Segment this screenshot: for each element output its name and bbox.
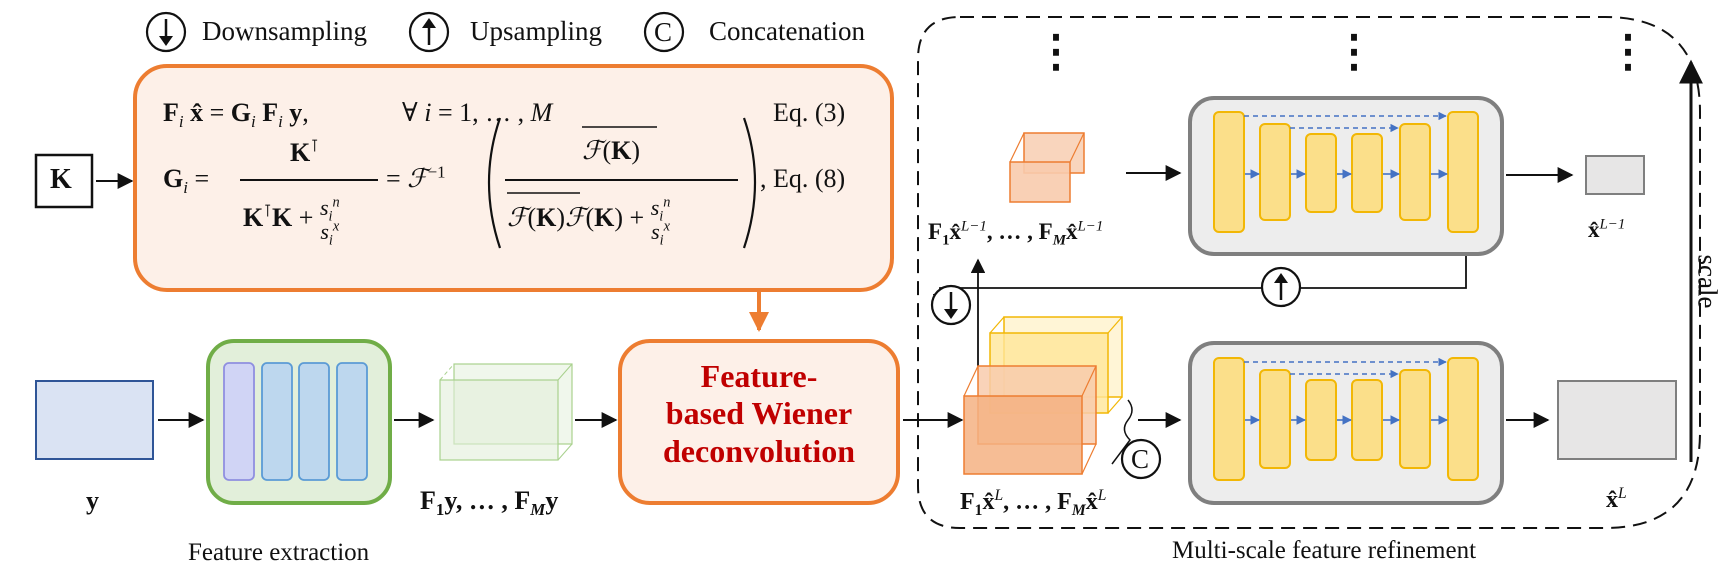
wiener-block	[618, 339, 900, 505]
refinement-unet-L	[1188, 341, 1504, 505]
equation-3: Fi x̂ = Gi Fi y,	[163, 98, 309, 132]
concat-marker	[1120, 438, 1162, 480]
output-box-L	[1557, 380, 1677, 460]
upsample-icon	[1260, 266, 1302, 308]
equation-8-frac-numerator: ℱ(K)	[582, 136, 641, 165]
refinement-region	[917, 16, 1701, 529]
legend-down-icon	[145, 11, 187, 53]
equation-3-ref: Eq. (3)	[773, 98, 846, 127]
refinement-caption: Multi-scale feature refinement	[1172, 537, 1477, 564]
legend-concat-symbol: C	[654, 17, 673, 47]
kernel-label: K	[50, 164, 72, 195]
downsample-icon	[930, 284, 972, 326]
output-box-L1	[1585, 155, 1645, 195]
wiener-block-label: Feature- based Wiener deconvolution	[662, 358, 856, 469]
output-L1-label: x̂L−1	[1588, 216, 1626, 242]
input-image-box	[35, 380, 154, 460]
ellipsis-unet: ⋮	[1332, 27, 1376, 76]
equation-8-inverse: = ℱ−1	[386, 162, 446, 193]
equation-8-ref: , Eq. (8)	[760, 164, 846, 193]
legend-upsampling-label: Upsampling	[470, 16, 602, 46]
equation-panel	[133, 64, 894, 292]
legend-downsampling-label: Downsampling	[202, 16, 367, 46]
ellipsis-features: ⋮	[1034, 27, 1078, 76]
feature-stack-L	[963, 365, 1097, 475]
equation-8-numerator: K⊺	[290, 136, 320, 167]
feature-stack-y	[439, 363, 573, 461]
equation-8-lhs: Gi =	[163, 164, 210, 198]
features-L1-label: F1x̂L−1, … , FMx̂L−1	[928, 218, 1104, 249]
feature-stack-L1	[1009, 132, 1085, 203]
features-y-label: F1y, … , FMy	[420, 486, 559, 520]
legend-concat-icon	[643, 11, 685, 53]
equation-3-quantifier: ∀ i = 1, … , M	[402, 98, 553, 127]
refinement-unet-L1	[1188, 96, 1504, 256]
ellipsis-output: ⋮	[1606, 27, 1650, 76]
features-L-label: F1x̂L, … , FMx̂L	[960, 487, 1107, 519]
legend-up-icon	[408, 11, 450, 53]
kernel-box	[34, 153, 94, 209]
output-L-label: x̂L	[1606, 485, 1627, 513]
legend-concatenation-label: Concatenation	[709, 16, 865, 46]
input-label: y	[86, 486, 99, 515]
feature-extraction-caption: Feature extraction	[188, 539, 370, 566]
scale-label: scale	[1692, 254, 1723, 309]
concat-marker-label: C	[1131, 444, 1150, 474]
